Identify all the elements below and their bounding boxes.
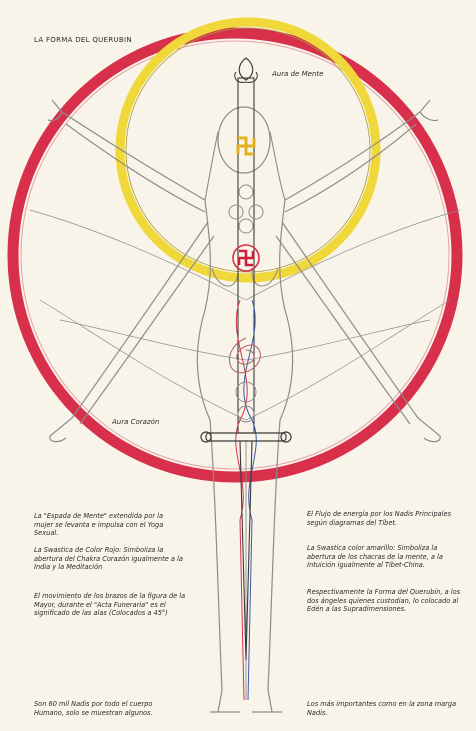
lower-left-arm-inner: [80, 236, 214, 424]
note-forma-querubin: Respectivamente la Forma del Querubín, a…: [307, 588, 467, 614]
outer-aura-inner-line: [21, 41, 449, 469]
sacral-chakra: [236, 382, 256, 402]
heart-chakra-left: [229, 205, 243, 219]
note-swastica-roja: La Swastica de Color Rojo: Simboliza la …: [34, 546, 184, 572]
note-nadis-count: Son 60 mil Nadis por todo el cuerpo Huma…: [34, 700, 184, 717]
nadis-lines: [30, 210, 460, 420]
throat-chakra: [239, 185, 253, 199]
root-chakra: [238, 406, 254, 422]
lower-right-arm: [282, 222, 440, 442]
note-movimiento-brazos: El movimiento de los brazos de la figura…: [34, 592, 186, 618]
lower-right-arm-inner: [276, 236, 410, 424]
upper-right-arm: [285, 100, 438, 200]
note-swastica-amarilla: La Swastica color amarillo: Simboliza la…: [307, 544, 467, 570]
head: [218, 107, 270, 173]
outer-aura-circle: [13, 33, 457, 477]
spiral-chakra: [229, 338, 260, 373]
diagram-title: LA FORMA DEL QUERUBIN: [34, 36, 132, 45]
swastika-red-icon: [239, 251, 253, 265]
heart-chakra-right: [249, 205, 263, 219]
upper-left-arm-inner: [66, 124, 205, 212]
heart-chakra-center: [239, 219, 253, 233]
note-flujo-energia: El Flujo de energía por los Nadis Princi…: [307, 510, 467, 527]
upper-right-arm-inner: [285, 124, 416, 212]
aura-corazon-label: Aura Corazón: [112, 418, 159, 427]
swastika-yellow-icon: [238, 138, 254, 154]
note-espada-mente: La "Espada de Mente" extendida por la mu…: [34, 512, 184, 538]
aura-mente-label: Aura de Mente: [272, 70, 323, 79]
note-nadis-importantes: Los más importantes como en la zona marg…: [307, 700, 457, 717]
